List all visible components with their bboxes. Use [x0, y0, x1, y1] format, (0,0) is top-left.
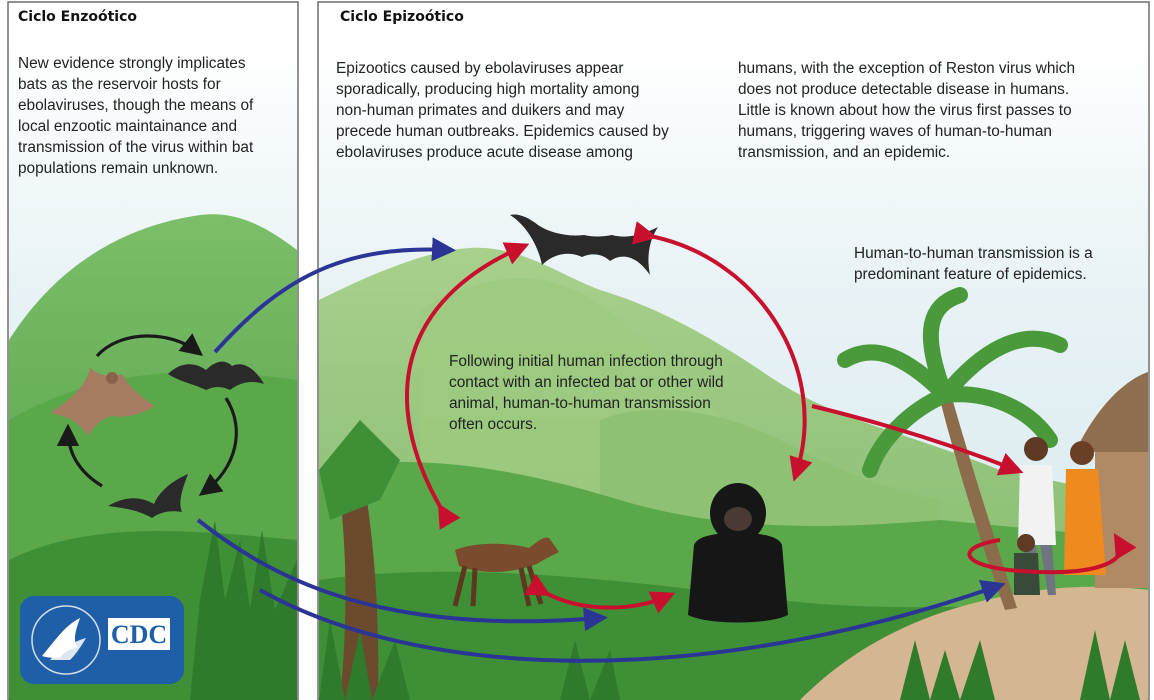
- text-line: does not produce detectable disease in h…: [738, 79, 1075, 100]
- text-line: Little is known about how the virus firs…: [738, 100, 1075, 121]
- text-line: transmission of the virus within bat: [18, 137, 253, 158]
- text-line: humans, triggering waves of human-to-hum…: [738, 121, 1075, 142]
- cdc-logo-text: CDC: [111, 620, 167, 649]
- text-line: contact with an infected bat or other wi…: [449, 372, 724, 393]
- text-line: predominant feature of epidemics.: [854, 264, 1093, 285]
- epizootic-description-right: humans, with the exception of Reston vir…: [738, 58, 1075, 163]
- text-line: Following initial human infection throug…: [449, 351, 724, 372]
- text-line: transmission, and an epidemic.: [738, 142, 1075, 163]
- text-line: ebolaviruses produce acute disease among: [336, 142, 669, 163]
- text-line: animal, human-to-human transmission: [449, 393, 724, 414]
- text-line: New evidence strongly implicates: [18, 53, 253, 74]
- text-line: Epizootics caused by ebolaviruses appear: [336, 58, 669, 79]
- text-line: Human-to-human transmission is a: [854, 243, 1093, 264]
- initial-infection-note: Following initial human infection throug…: [449, 351, 724, 435]
- enzootic-cycle-title: Ciclo Enzoótico: [18, 9, 137, 25]
- text-line: ebolaviruses, though the means of: [18, 95, 253, 116]
- text-line: local enzootic maintainance and: [18, 116, 253, 137]
- text-line: humans, with the exception of Reston vir…: [738, 58, 1075, 79]
- enzootic-description: New evidence strongly implicates bats as…: [18, 53, 253, 179]
- text-line: often occurs.: [449, 414, 724, 435]
- text-line: non-human primates and duikers and may: [336, 100, 669, 121]
- text-line: precede human outbreaks. Epidemics cause…: [336, 121, 669, 142]
- epizootic-description-left: Epizootics caused by ebolaviruses appear…: [336, 58, 669, 163]
- cdc-hhs-logo: CDC: [20, 596, 184, 684]
- text-line: bats as the reservoir hosts for: [18, 74, 253, 95]
- human-transmission-note: Human-to-human transmission is a predomi…: [854, 243, 1093, 285]
- text-line: populations remain unknown.: [18, 158, 253, 179]
- text-line: sporadically, producing high mortality a…: [336, 79, 669, 100]
- epizootic-cycle-title: Ciclo Epizoótico: [340, 9, 464, 25]
